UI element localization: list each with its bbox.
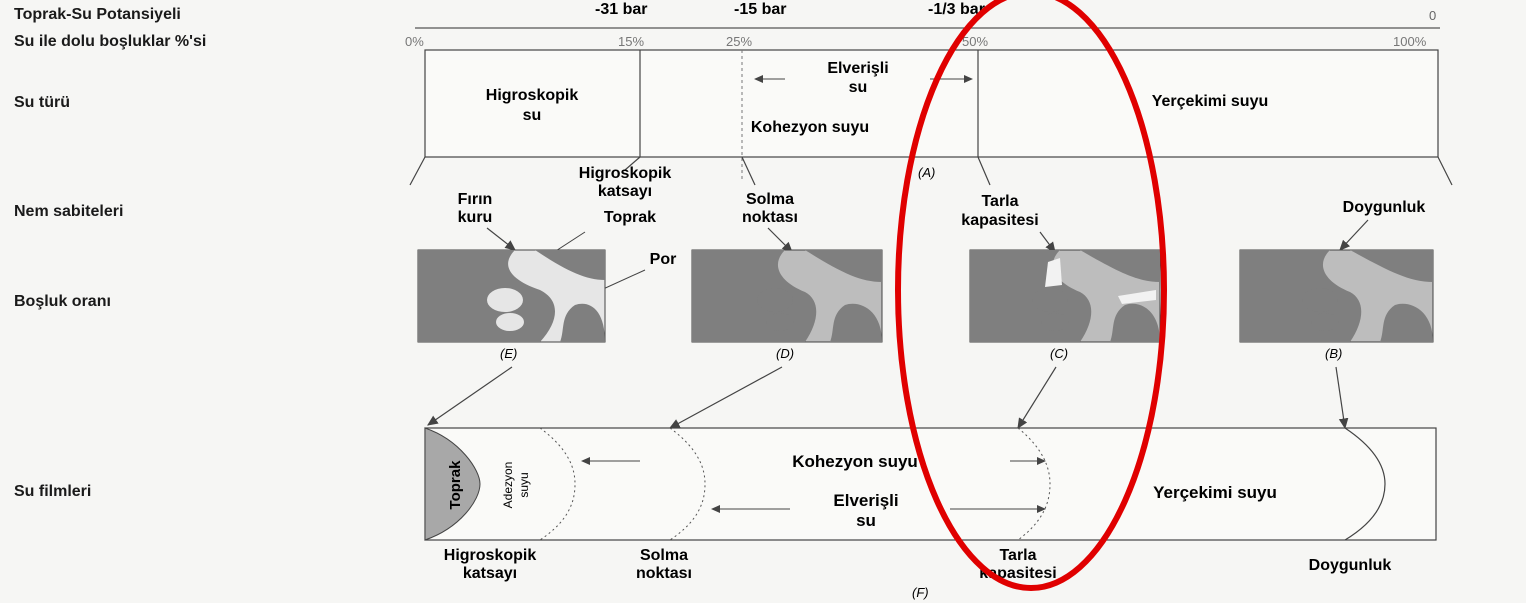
potential-tick-third: -1/3 bar [928, 1, 985, 18]
panel-c-field-capacity [969, 249, 1161, 343]
film-adhesion-label-1: Adezyon [501, 462, 515, 509]
bottom-wilting-label-1: Solma [640, 547, 688, 564]
film-available-label-2: su [856, 511, 876, 530]
field-capacity-label-1: Tarla [981, 193, 1018, 210]
film-available-label-1: Elverişli [833, 491, 898, 510]
row-label-potential: Toprak-Su Potansiyeli [14, 6, 181, 23]
caption-c: (C) [1050, 346, 1068, 361]
film-soil-label: Toprak [447, 460, 464, 510]
panel-d-wilting [691, 249, 883, 343]
wilting-label-1: Solma [746, 191, 794, 208]
bottom-saturation-label: Doygunluk [1309, 557, 1392, 574]
percent-tick-25: 25% [726, 34, 752, 49]
wilting-label-2: noktası [742, 209, 798, 226]
percent-tick-100: 100% [1393, 34, 1427, 49]
oven-dry-label-2: kuru [458, 209, 493, 226]
hygroscopic-water-label-2: su [523, 107, 542, 124]
bottom-hygro-label-2: katsayı [463, 565, 517, 582]
water-type-box [409, 49, 1453, 186]
caption-a: (A) [918, 165, 935, 180]
row-label-water-films: Su filmleri [14, 483, 92, 500]
film-gravity-label: Yerçekimi suyu [1153, 483, 1277, 502]
pore-label: Por [650, 251, 677, 268]
saturation-label: Doygunluk [1343, 199, 1426, 216]
panel-b-saturation [1239, 249, 1434, 343]
caption-d: (D) [776, 346, 794, 361]
potential-tick-15: -15 bar [734, 1, 786, 18]
hygroscopic-water-label-1: Higroskopik [486, 87, 579, 104]
gravity-water-label: Yerçekimi suyu [1152, 93, 1269, 110]
caption-b: (B) [1325, 346, 1342, 361]
caption-f: (F) [912, 585, 929, 600]
soil-label: Toprak [604, 209, 656, 226]
bottom-field-label-1: Tarla [999, 547, 1036, 564]
potential-tick-zero: 0 [1429, 8, 1436, 23]
bottom-hygro-label-1: Higroskopik [444, 547, 537, 564]
bottom-wilting-label-2: noktası [636, 565, 692, 582]
caption-e: (E) [500, 346, 517, 361]
available-water-label-1: Elverişli [827, 60, 888, 77]
percent-tick-0: 0% [405, 34, 424, 49]
field-capacity-label-2: kapasitesi [961, 212, 1038, 229]
percent-tick-50: 50% [962, 34, 988, 49]
red-highlight-ellipse [895, 0, 1167, 591]
oven-dry-label-1: Fırın [458, 191, 493, 208]
panel-e-oven-dry [417, 249, 606, 343]
film-adhesion-label-2: suyu [517, 472, 531, 497]
cohesion-water-label: Kohezyon suyu [751, 119, 869, 136]
available-water-label-2: su [849, 79, 868, 96]
row-label-void-ratio: Boşluk oranı [14, 293, 111, 310]
film-cohesion-label: Kohezyon suyu [792, 452, 918, 471]
hygro-coef-label-2: katsayı [598, 183, 652, 200]
percent-tick-15: 15% [618, 34, 644, 49]
row-label-water-type: Su türü [14, 94, 70, 111]
row-label-pore-fill: Su ile dolu boşluklar %'si [14, 33, 207, 50]
hygro-coef-label-1: Higroskopik [579, 165, 672, 182]
potential-tick-31: -31 bar [595, 1, 647, 18]
row-label-moisture-constants: Nem sabiteleri [14, 203, 124, 220]
